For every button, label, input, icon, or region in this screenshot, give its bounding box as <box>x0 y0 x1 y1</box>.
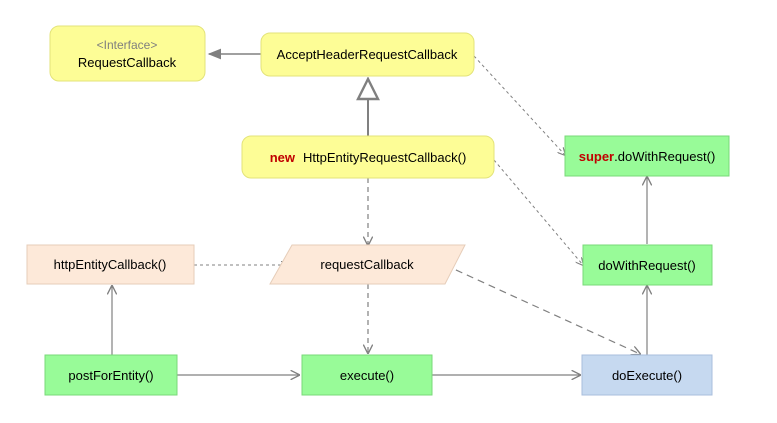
node-box <box>26 244 195 285</box>
interface-stereotype: <Interface> <box>97 38 158 52</box>
node-box <box>564 135 730 177</box>
edge-new-to-dowithrequest <box>493 159 583 265</box>
super-keyword: super <box>579 149 614 164</box>
node-box <box>269 244 466 285</box>
edge-accept-to-super <box>473 55 565 155</box>
node-label: execute() <box>340 368 394 383</box>
node-post-for-entity: postForEntity() <box>44 354 178 396</box>
method-name: .doWithRequest() <box>614 149 715 164</box>
node-box <box>301 354 433 396</box>
node-box <box>581 354 713 396</box>
node-label: postForEntity() <box>68 368 153 383</box>
node-box <box>260 32 475 77</box>
node-label: doExecute() <box>612 368 682 383</box>
node-label: doWithRequest() <box>598 258 696 273</box>
node-label: super.doWithRequest() <box>579 149 716 164</box>
node-do-with-request: doWithRequest() <box>582 244 713 286</box>
node-label: RequestCallback <box>78 55 177 70</box>
node-execute: execute() <box>301 354 433 396</box>
node-label: AcceptHeaderRequestCallback <box>277 47 458 62</box>
edges <box>112 48 647 375</box>
node-http-entity-callback: httpEntityCallback() <box>26 244 195 285</box>
node-super-do-with-request: super.doWithRequest() <box>564 135 730 177</box>
node-label: new HttpEntityRequestCallback() <box>270 150 467 165</box>
node-box <box>44 354 178 396</box>
node-request-callback-variable: requestCallback <box>269 244 466 285</box>
node-new-http-entity-request-callback: new HttpEntityRequestCallback() <box>241 135 495 179</box>
new-keyword: new <box>270 150 296 165</box>
node-label: httpEntityCallback() <box>54 257 167 272</box>
node-box <box>582 244 713 286</box>
node-box <box>241 135 495 179</box>
node-label: requestCallback <box>320 257 414 272</box>
constructor-name: HttpEntityRequestCallback() <box>303 150 466 165</box>
node-box <box>49 25 206 82</box>
node-request-callback-interface: <Interface> RequestCallback <box>49 25 206 82</box>
node-accept-header-request-callback: AcceptHeaderRequestCallback <box>260 32 475 77</box>
node-do-execute: doExecute() <box>581 354 713 396</box>
